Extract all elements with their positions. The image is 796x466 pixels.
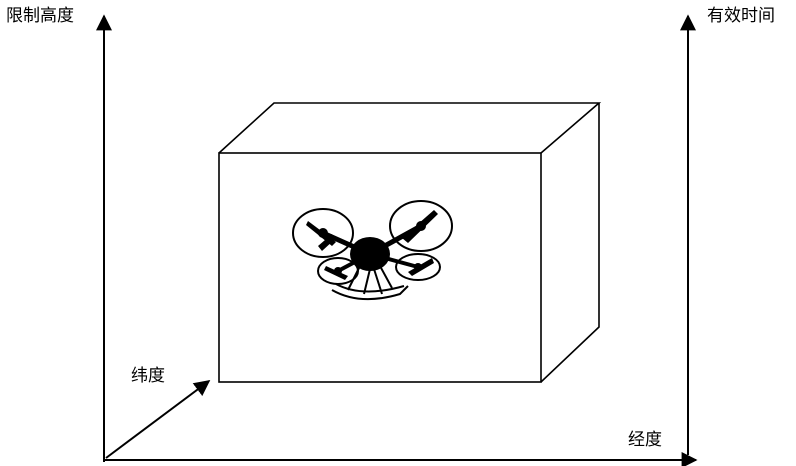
airspace-box	[218, 102, 602, 383]
longitude-axis-label: 经度	[628, 430, 662, 450]
box-right-face	[540, 103, 600, 383]
latitude-axis-label: 纬度	[131, 366, 165, 386]
box-top-face	[218, 102, 602, 154]
drone-icon	[292, 200, 453, 301]
height-axis-label: 限制高度	[6, 6, 74, 26]
latitude-axis	[105, 380, 211, 459]
time-axis-label: 有效时间	[707, 6, 775, 26]
